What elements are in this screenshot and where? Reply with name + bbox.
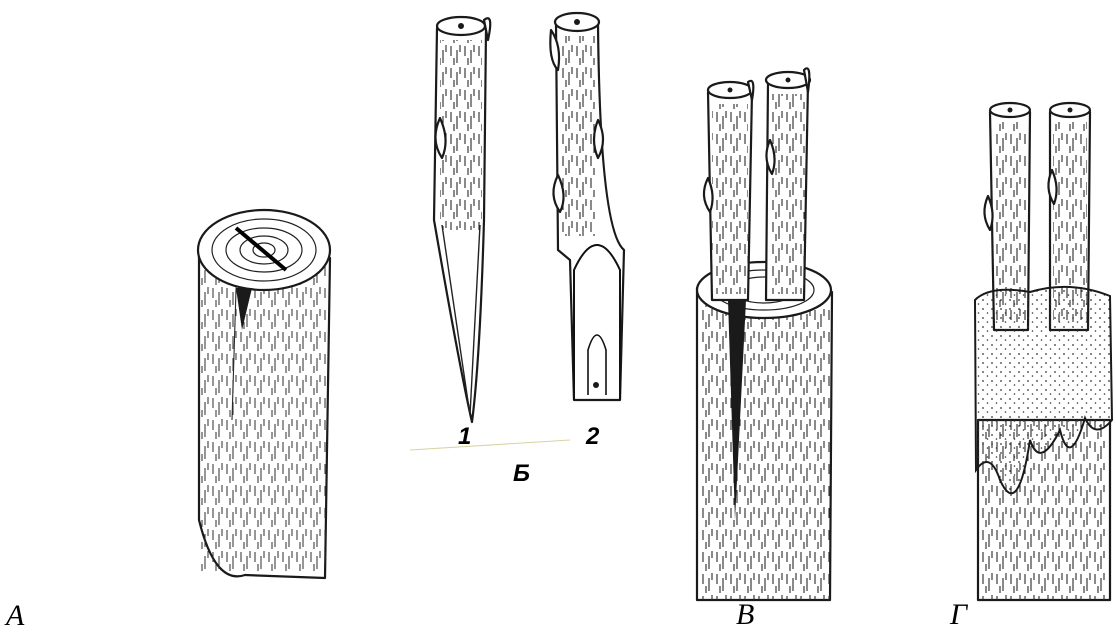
rootstock-split	[198, 210, 330, 578]
scion-wedge	[434, 17, 490, 422]
scion-number-2: 2	[586, 425, 599, 449]
label-a: А	[6, 601, 24, 631]
scion-number-1: 1	[458, 425, 471, 449]
separator-line	[410, 440, 570, 450]
label-v: В	[736, 600, 754, 630]
scion-saddle	[550, 13, 624, 400]
rootstock-with-scions	[697, 68, 832, 600]
grafted-waxed	[975, 103, 1112, 600]
label-g: Г	[950, 600, 967, 630]
label-b: Б	[513, 462, 530, 486]
